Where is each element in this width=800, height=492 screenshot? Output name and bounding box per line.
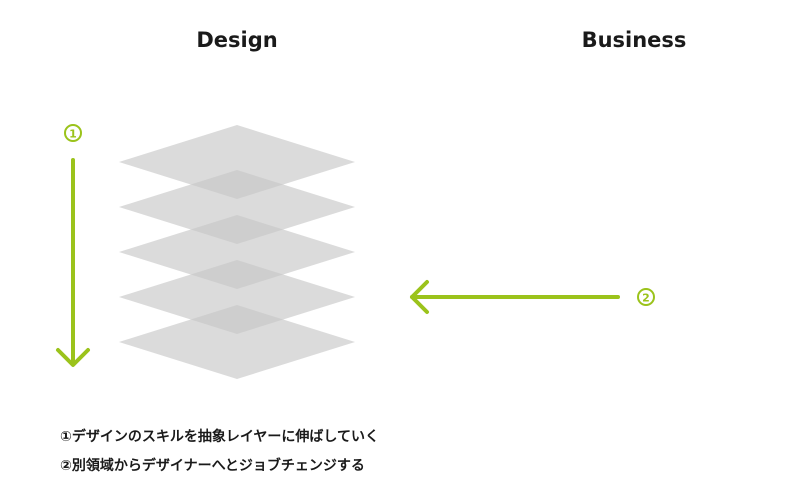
layer-4 <box>119 260 355 334</box>
svg-text:2: 2 <box>642 292 650 305</box>
layer-stack <box>119 125 355 379</box>
design-heading: Design <box>196 28 278 52</box>
note-design-skill: ①デザインのスキルを抽象レイヤーに伸ばしていく <box>60 429 380 445</box>
step-2-marker: 2 <box>637 288 655 306</box>
down-arrow-icon <box>56 158 90 367</box>
note-job-change: ②別領域からデザイナーへとジョブチェンジする <box>60 458 365 474</box>
svg-text:1: 1 <box>69 128 77 141</box>
layer-2 <box>119 170 355 244</box>
layer-1 <box>119 125 355 199</box>
business-heading: Business <box>581 28 687 52</box>
step-1-marker: 1 <box>64 124 82 142</box>
left-arrow-icon <box>410 280 620 314</box>
layer-3 <box>119 215 355 289</box>
layer-5 <box>119 305 355 379</box>
